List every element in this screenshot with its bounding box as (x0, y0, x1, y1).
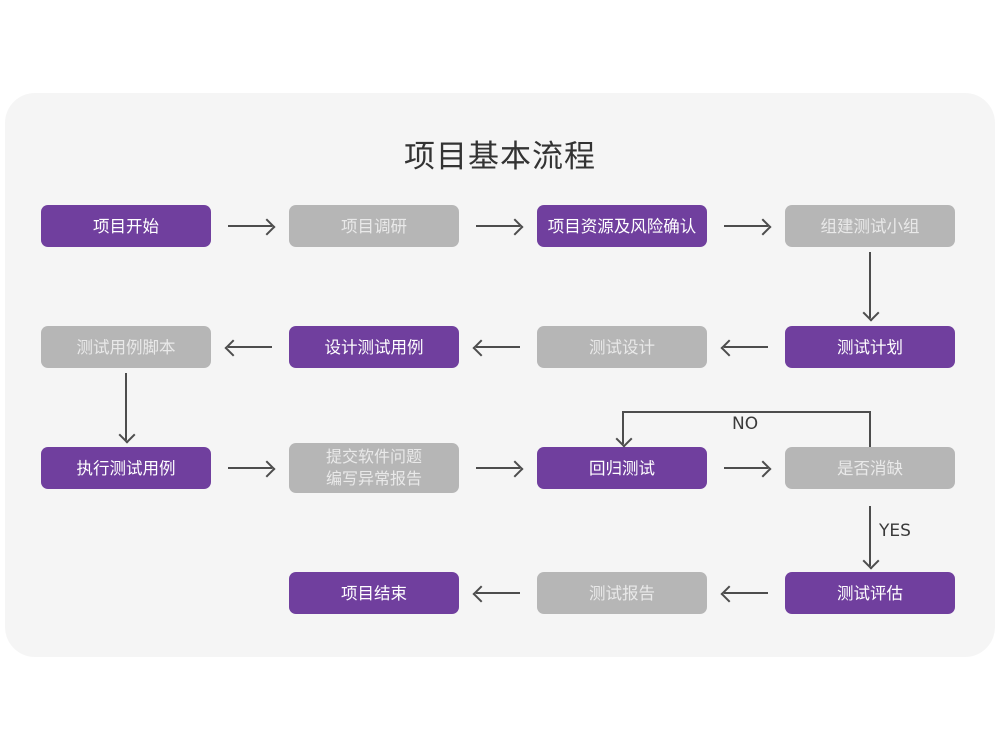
node-test-evaluation[interactable]: 测试评估 (785, 572, 955, 614)
page-title: 项目基本流程 (404, 139, 596, 175)
arrow-testplan-to-testdesign (724, 346, 768, 348)
node-execute-test-case[interactable]: 执行测试用例 (41, 447, 211, 489)
edge-label-no: NO (732, 414, 759, 434)
arrow-script-to-execute (125, 373, 127, 440)
node-regression-test[interactable]: 回归测试 (537, 447, 707, 489)
node-project-research[interactable]: 项目调研 (289, 205, 459, 247)
node-test-report[interactable]: 测试报告 (537, 572, 707, 614)
node-test-design[interactable]: 测试设计 (537, 326, 707, 368)
node-test-plan[interactable]: 测试计划 (785, 326, 955, 368)
arrow-start-to-research (228, 225, 272, 227)
arrow-testreport-to-end (476, 592, 520, 594)
arrow-design-to-script (228, 346, 272, 348)
node-defect-cleared[interactable]: 是否消缺 (785, 447, 955, 489)
loop-no-segment-across (622, 411, 871, 413)
node-submit-bug-report[interactable]: 提交软件问题 编写异常报告 (289, 443, 459, 493)
arrow-yes-to-evaluation (869, 506, 871, 566)
arrow-evaluation-to-testreport (724, 592, 768, 594)
arrow-regression-to-defect-check (724, 467, 768, 469)
node-test-case-script[interactable]: 测试用例脚本 (41, 326, 211, 368)
node-design-test-case[interactable]: 设计测试用例 (289, 326, 459, 368)
flowchart-card (5, 93, 995, 657)
loop-no-segment-up (869, 411, 871, 447)
arrow-research-to-resource (476, 225, 520, 227)
arrow-bug-to-regression (476, 467, 520, 469)
arrow-team-to-testplan (869, 252, 871, 318)
edge-label-yes: YES (879, 521, 911, 541)
arrow-testdesign-to-design (476, 346, 520, 348)
node-project-end[interactable]: 项目结束 (289, 572, 459, 614)
node-build-test-team[interactable]: 组建测试小组 (785, 205, 955, 247)
loop-no-arrow-down (622, 411, 624, 444)
arrow-execute-to-report-bug (228, 467, 272, 469)
node-project-start[interactable]: 项目开始 (41, 205, 211, 247)
arrow-resource-to-team (724, 225, 768, 227)
node-resource-risk-confirm[interactable]: 项目资源及风险确认 (537, 205, 707, 247)
